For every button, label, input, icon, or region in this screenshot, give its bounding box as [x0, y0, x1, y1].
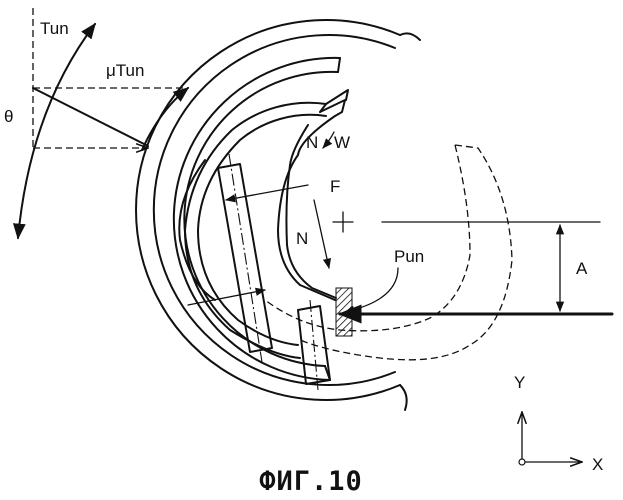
load-leader: [345, 268, 398, 312]
label-f: F: [330, 177, 340, 196]
force-f-arrow: [226, 185, 308, 200]
label-p-un: Pun: [394, 247, 424, 266]
tension-arc-arrow: [18, 24, 95, 238]
dimension-a: [382, 222, 600, 311]
middle-band-end-top: [338, 58, 340, 72]
outer-band-inner-edge: [154, 35, 395, 385]
coordinate-axes: [519, 412, 582, 465]
outer-band-break-top: [400, 33, 420, 40]
middle-band-inner-edge: [184, 72, 338, 366]
label-x-axis: X: [592, 455, 603, 474]
arm-outer-profile: [278, 100, 345, 300]
label-n-lower: N: [296, 229, 308, 248]
normal-force-arrow: [314, 200, 329, 268]
label-t-un: Tun: [40, 19, 69, 38]
resultant-force-line: [33, 88, 148, 146]
outer-band-break-bottom: [400, 385, 407, 410]
label-w: W: [334, 133, 350, 152]
force-construction: [18, 8, 188, 238]
rotation-w-arrow: [323, 132, 334, 148]
label-n-upper: N: [306, 133, 318, 152]
label-theta: θ: [4, 107, 13, 126]
fixed-anchor-hatch: [336, 288, 352, 336]
label-mu-t-un: μTun: [106, 61, 144, 80]
dashed-shoe: [265, 145, 512, 360]
label-a: A: [576, 259, 588, 278]
label-y-axis: Y: [514, 373, 525, 392]
figure-caption: ФИГ.10: [259, 466, 363, 497]
outer-band-outer-edge: [136, 20, 400, 400]
axis-origin: [519, 459, 525, 465]
outer-band: [136, 20, 420, 410]
